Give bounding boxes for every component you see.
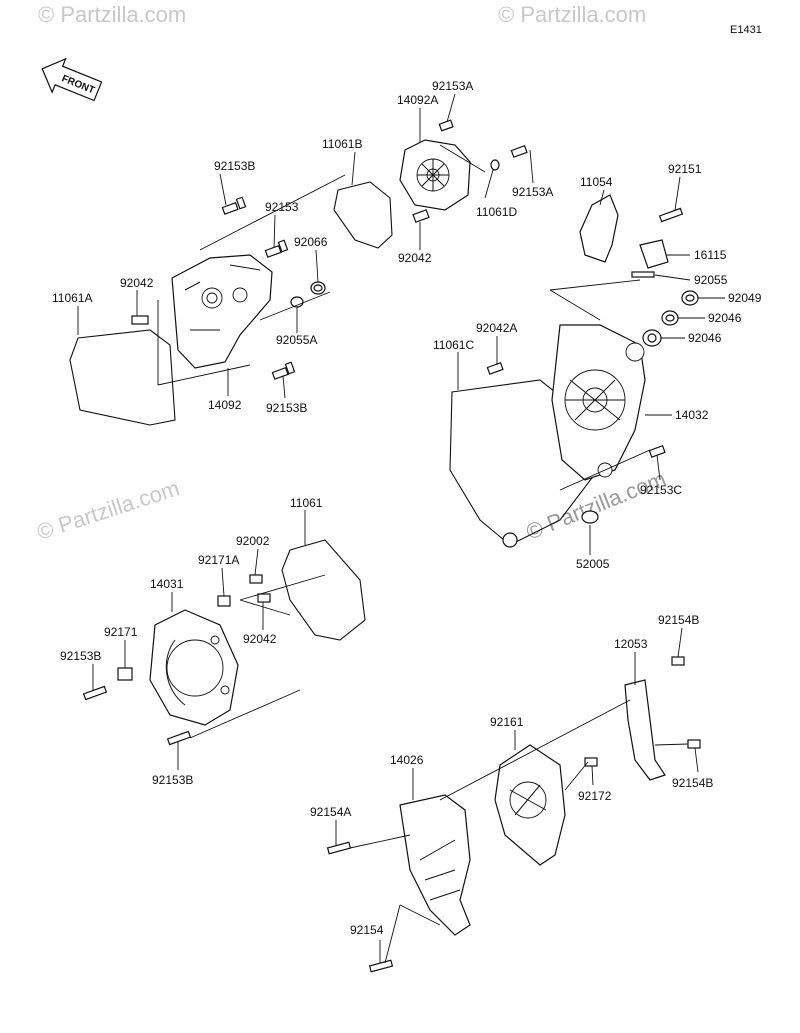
label-92153: 92153 [265,200,299,214]
clamp-92171 [117,667,133,681]
label-92151: 92151 [668,162,702,176]
label-92171a: 92171A [198,553,239,567]
label-92153a: 92153A [432,79,473,93]
dowel-92042-mid [257,593,271,603]
clamp-92171a [217,595,231,607]
label-92066: 92066 [294,235,328,249]
leader-lines-lower-left [92,510,326,770]
watermark: © Partzilla.com [34,475,183,545]
label-92161: 92161 [490,715,524,729]
label-52005: 52005 [576,557,610,571]
label-11061a: 11061A [52,291,92,305]
reference-code: E1431 [730,24,762,36]
leader-lines-right [457,176,725,555]
gasket-11061 [281,539,366,641]
label-14031: 14031 [150,577,184,591]
label-92153b-bottom: 92153B [152,773,193,787]
label-16115: 16115 [694,248,727,262]
cover-14092a [399,139,471,211]
bolt-92002 [249,574,263,584]
label-14092a: 14092A [397,93,438,107]
bolt-92151 [658,207,684,223]
label-92049: 92049 [728,291,762,305]
label-92153c: 92153C [640,483,682,497]
label-11061: 11061 [290,496,323,510]
front-arrow-icon: FRONT [41,57,103,102]
label-92171: 92171 [104,625,138,639]
bolt-92153c [648,445,666,458]
bolt-92153b [221,196,247,215]
cover-14026 [399,794,471,936]
bolt-92154b [671,656,685,666]
label-11061c: 11061C [433,338,474,352]
dowel-92042 [131,315,149,325]
bearing-92046 [661,310,679,326]
part-labels: 92153A 14092A 11061B 92153B 92153 92066 … [52,79,762,937]
watermark: © Partzilla.com [38,2,186,27]
label-92154b-bottom: 92154B [672,776,713,790]
label-92154a: 92154A [310,805,351,819]
label-92046-b: 92046 [688,331,722,345]
label-11061b: 11061B [322,137,362,151]
seal-92049 [681,290,699,306]
bearing-92046-b [642,329,662,347]
label-92153b-left: 92153B [60,649,101,663]
bolt-92172 [584,757,598,767]
leader-lines-upper-left [77,93,534,399]
label-92153b: 92153B [214,159,255,173]
cover-14031 [149,609,239,726]
dowel-92042-top [412,209,430,223]
oring-92055 [631,271,655,278]
label-14092: 14092 [208,398,242,412]
bolt-92154a [326,841,352,855]
label-14032: 14032 [675,408,709,422]
dowel-92042a [486,362,504,375]
bolt-92154b-bottom [687,739,701,749]
cover-14092 [171,254,273,369]
bolt-92153 [264,239,289,258]
bolt-92154 [368,959,394,973]
gasket-11061a [69,329,176,426]
bolt-92153b-mid [271,361,296,380]
gasket-11061b [333,181,393,249]
bracket-11054 [579,194,619,263]
label-92042a: 92042A [476,321,517,335]
label-92042: 92042 [398,251,432,265]
plug-92066 [310,281,326,295]
watermark: © Partzilla.com [498,2,646,27]
label-11054: 11054 [580,175,613,189]
guard-92161 [494,744,566,866]
bolt-92153a-right [510,145,528,158]
sight-16115 [639,239,669,269]
leader-lines-bottom-right [335,627,699,964]
label-92046: 92046 [708,311,742,325]
label-92172: 92172 [578,789,612,803]
label-92002: 92002 [236,534,270,548]
label-92153a-right: 92153A [512,185,553,199]
bolt-92153b-left [82,685,108,701]
bracket-12053 [624,679,666,781]
label-92154b: 92154B [658,613,699,627]
label-92055: 92055 [694,273,728,287]
label-92042-left: 92042 [120,276,154,290]
label-92055a: 92055A [276,333,317,347]
label-14026: 14026 [390,753,424,767]
label-11061d: 11061D [476,205,517,219]
label-92042-mid: 92042 [243,632,277,646]
watermark: © Partzilla.com [523,466,670,545]
gasket-ring [502,532,518,548]
bolt-92153a [438,119,454,132]
label-92153b-mid: 92153B [266,401,307,415]
oring-11061d [490,159,500,171]
bolt-92153b-bottom [166,730,192,746]
label-12053: 12053 [614,637,648,651]
label-92154: 92154 [350,923,384,937]
cover-14032 [551,324,646,481]
cap-52005 [581,510,599,524]
